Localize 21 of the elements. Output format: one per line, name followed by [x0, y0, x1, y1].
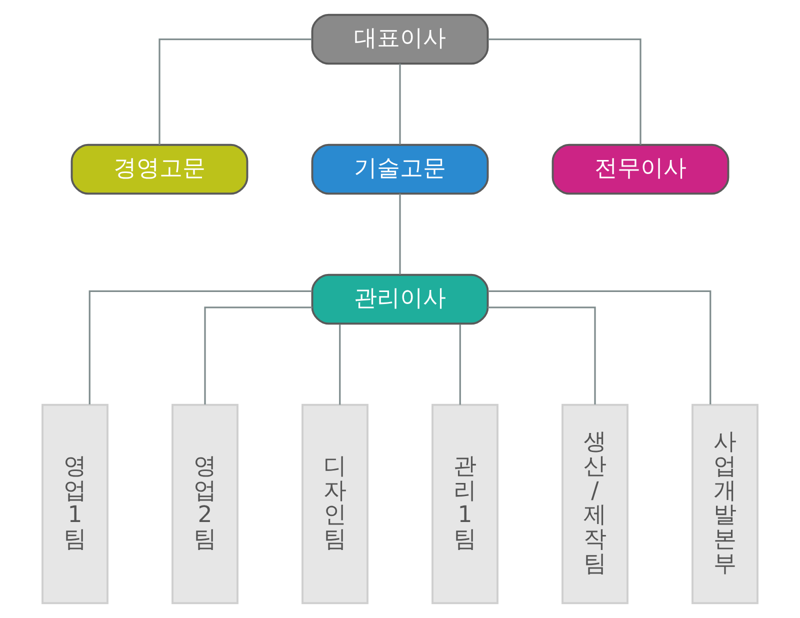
- connector: [339, 324, 341, 405]
- connector: [204, 306, 312, 405]
- connector: [158, 38, 312, 145]
- connector: [488, 306, 596, 405]
- node-box: 전무이사: [552, 144, 730, 195]
- connector: [488, 290, 712, 404]
- connector: [399, 64, 401, 144]
- node-box: 관리1팀: [432, 404, 498, 604]
- node-box: 생산/제작팀: [562, 404, 628, 604]
- node-box: 경영고문: [70, 144, 248, 195]
- node-box: 영업1팀: [42, 404, 108, 604]
- node-box: 관리이사: [311, 274, 489, 325]
- node-box: 디자인팀: [302, 404, 368, 604]
- connector: [488, 38, 642, 145]
- node-box: 대표이사: [311, 14, 489, 65]
- node-box: 영업2팀: [172, 404, 238, 604]
- connector: [459, 324, 461, 405]
- connector: [88, 290, 312, 404]
- node-box: 기술고문: [311, 144, 489, 195]
- node-box: 사업개발본부: [692, 404, 758, 604]
- connector: [399, 194, 401, 274]
